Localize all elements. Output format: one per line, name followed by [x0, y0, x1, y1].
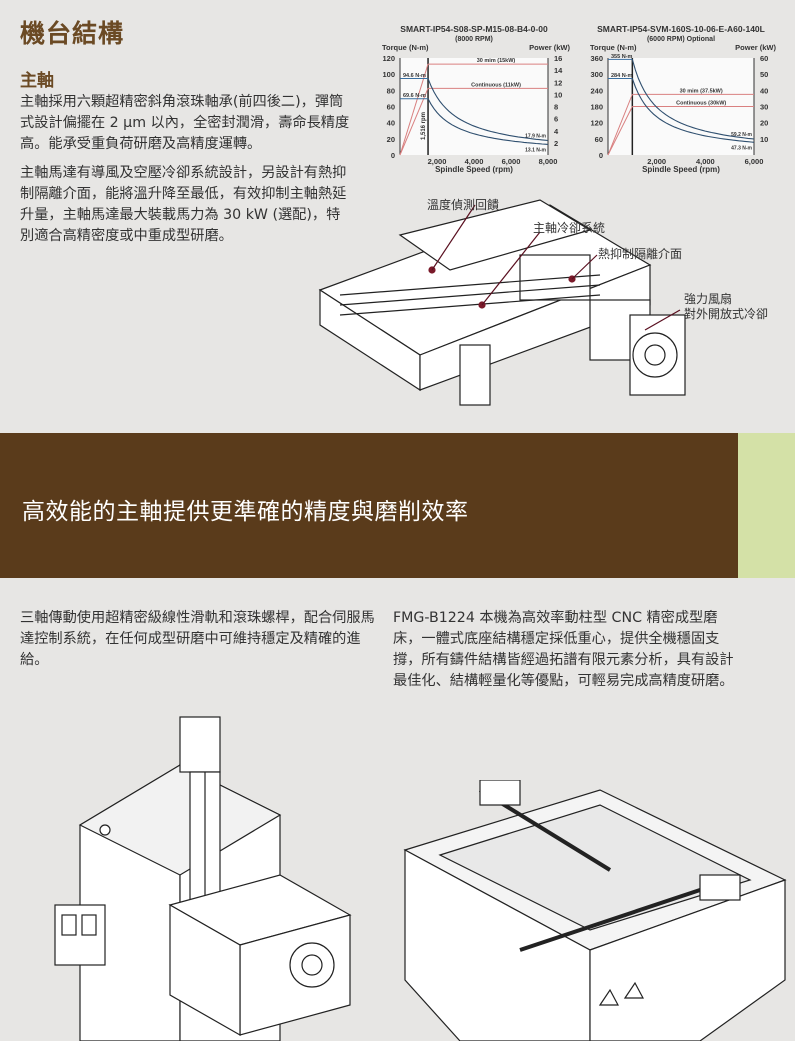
torque-end-label: 17.9 N-m [525, 134, 546, 140]
y2-axis-label: Power (kW) [529, 43, 570, 52]
y2-tick-label: 40 [760, 86, 768, 95]
x-tick-label: 6,000 [502, 157, 521, 166]
spindle-paragraph-2: 主軸馬達有導風及空壓冷卻系統設計，另設計有熱抑制隔離介面，能將溫升降至最低，有效… [20, 165, 347, 244]
torque-curve [427, 78, 549, 142]
y-tick-label: 120 [590, 119, 603, 128]
y2-tick-label: 8 [554, 103, 558, 112]
spindle-assembly-illustration [318, 199, 686, 406]
y2-tick-label: 16 [554, 54, 562, 63]
y-tick-label: 240 [590, 86, 603, 95]
x-tick-label: 6,000 [745, 157, 764, 166]
page-title: 機台結構 [20, 19, 125, 48]
y-axis-label: Torque (N-m) [382, 43, 429, 52]
torque-peak-label: 284 N-m [611, 73, 633, 79]
torque-curve [631, 78, 755, 143]
y2-tick-label: 4 [554, 127, 559, 136]
base-structure-illustration [403, 780, 787, 1041]
callout-spindle-cooling: 主軸冷卻系統 [533, 221, 606, 235]
y-tick-label: 300 [590, 70, 603, 79]
three-axis-paragraph: 三軸傳動使用超精密級線性滑軌和滾珠螺桿，配合伺服馬達控制系統，在任何成型研磨中可… [20, 610, 375, 668]
y2-tick-label: 2 [554, 139, 558, 148]
machine-description-paragraph: FMG-B1224 本機為高效率動柱型 CNC 精密成型磨床，一體式底座結構穩定… [393, 610, 734, 689]
y-tick-label: 60 [595, 135, 603, 144]
y-tick-label: 100 [382, 70, 395, 79]
power-ramp-line [607, 94, 633, 156]
y-tick-label: 120 [382, 54, 395, 63]
x-tick-label: 2,000 [647, 157, 666, 166]
chart-subtitle: (8000 RPM) [455, 36, 493, 43]
power-ramp-line [399, 63, 429, 156]
y2-tick-label: 10 [554, 90, 562, 99]
torque-end-label: 59.2 N-m [731, 132, 752, 138]
spindle-paragraph-1: 主軸採用六顆超精密斜角滾珠軸承(前四後二)，彈筒式設計偏擺在 2 μm 以內，全… [20, 94, 350, 152]
torque-power-chart-6000rpm: SMART-IP54-SVM-160S-10-06-E-A60-140L (600… [590, 24, 776, 174]
y-tick-label: 80 [387, 86, 395, 95]
y-tick-label: 0 [599, 151, 603, 160]
y-tick-label: 180 [590, 103, 603, 112]
callout-thermal-isolation: 熱抑制隔離介面 [598, 247, 683, 261]
y2-tick-label: 6 [554, 115, 558, 124]
section-heading-spindle: 主軸 [20, 71, 54, 91]
y2-tick-label: 12 [554, 78, 562, 87]
y-axis-label: Torque (N-m) [590, 43, 637, 52]
torque-curve [631, 59, 755, 140]
x-tick-label: 8,000 [539, 157, 558, 166]
base-speed-label: 1,516 rpm [421, 112, 427, 140]
chart-title: SMART-IP54-SVM-160S-10-06-E-A60-140L [597, 24, 765, 34]
torque-peak-label: 94.6 N-m [403, 73, 426, 79]
y-tick-label: 0 [391, 151, 395, 160]
y2-axis-label: Power (kW) [735, 43, 776, 52]
torque-end-label: 13.1 N-m [525, 147, 546, 153]
power-line-label: Continuous (11kW) [471, 82, 521, 88]
x-tick-label: 2,000 [428, 157, 447, 166]
x-tick-label: 4,000 [696, 157, 715, 166]
torque-peak-label: 69.6 N-m [403, 93, 426, 99]
y-tick-label: 40 [387, 119, 395, 128]
power-ramp-line [399, 88, 429, 156]
callout-temperature-feedback: 溫度偵測回饋 [427, 198, 500, 212]
y2-tick-label: 20 [760, 119, 768, 128]
y2-tick-label: 30 [760, 103, 768, 112]
x-axis-label: Spindle Speed (rpm) [642, 165, 720, 174]
x-axis-label: Spindle Speed (rpm) [435, 165, 513, 174]
torque-peak-label: 355 N-m [611, 54, 633, 60]
spindle-text-column: 主軸採用六顆超精密斜角滾珠軸承(前四後二)，彈筒式設計偏擺在 2 μm 以內，全… [20, 92, 350, 255]
power-line-label: 30 mim (37.5kW) [680, 88, 723, 94]
callout-fan-line2: 對外開放式冷卻 [684, 307, 769, 321]
x-tick-label: 4,000 [465, 157, 484, 166]
y2-tick-label: 50 [760, 70, 768, 79]
y-tick-label: 60 [387, 103, 395, 112]
column-structure-illustration [54, 716, 352, 1041]
banner-headline: 高效能的主軸提供更準確的精度與磨削效率 [22, 499, 469, 525]
y2-tick-label: 10 [760, 135, 768, 144]
y-tick-label: 360 [590, 54, 603, 63]
torque-curve [427, 98, 549, 145]
chart-subtitle: (6000 RPM) Optional [647, 36, 715, 43]
torque-end-label: 47.3 N-m [731, 145, 752, 151]
banner [0, 433, 738, 578]
power-line-label: 30 mim (15kW) [477, 58, 516, 64]
y2-tick-label: 60 [760, 54, 768, 63]
callout-fan-line1: 強力風扇 [684, 292, 733, 306]
power-ramp-line [607, 106, 633, 156]
y2-tick-label: 14 [554, 66, 563, 75]
y-tick-label: 20 [387, 135, 395, 144]
chart-title: SMART-IP54-S08-SP-M15-08-B4-0-00 [400, 24, 548, 34]
torque-power-chart-8000rpm: SMART-IP54-S08-SP-M15-08-B4-0-00 (8000 RP… [382, 24, 570, 174]
power-line-label: Continuous (30kW) [676, 101, 726, 107]
banner-accent-strip [738, 433, 795, 578]
